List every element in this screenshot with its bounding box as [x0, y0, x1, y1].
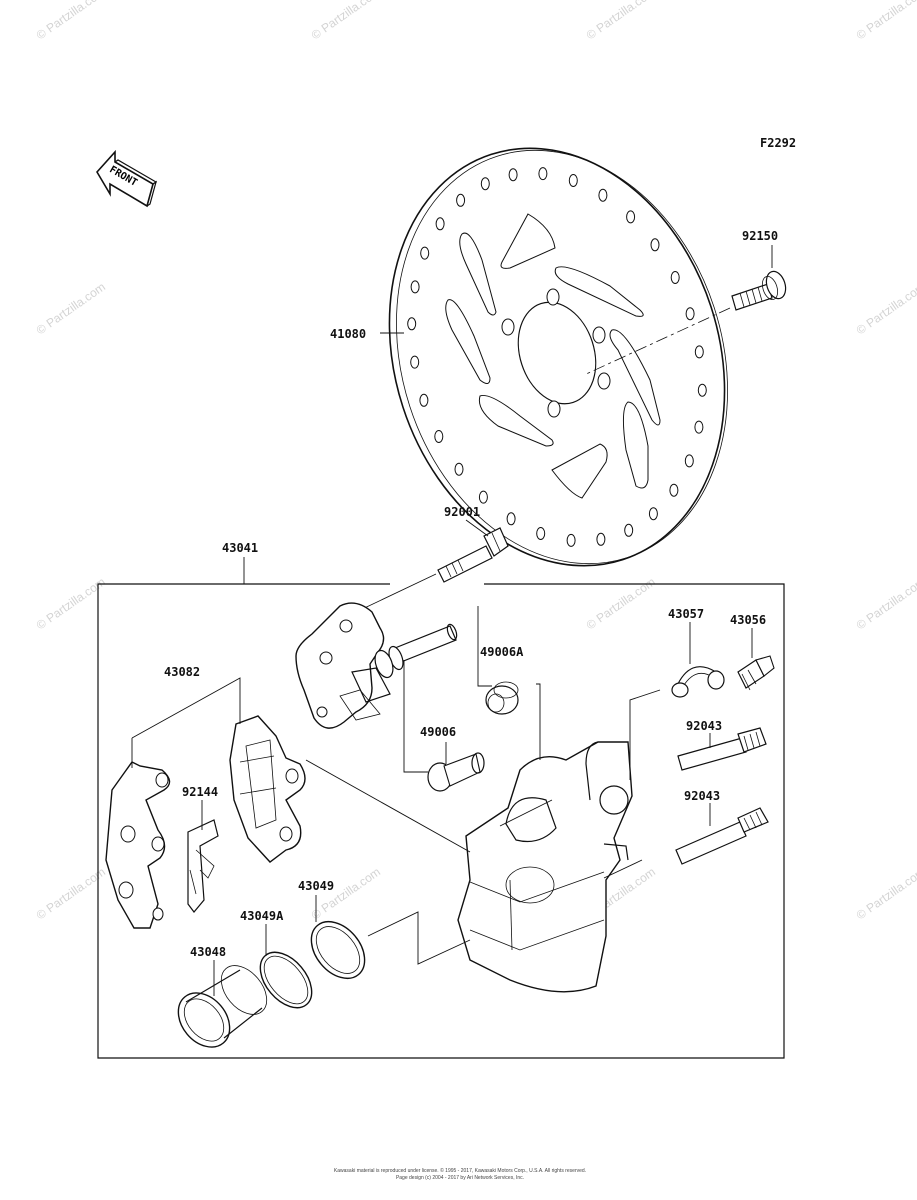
- disc-drill-hole: [684, 454, 694, 468]
- part-label-41080: 41080: [330, 327, 366, 341]
- disc-drill-hole: [435, 217, 445, 231]
- watermark: © Partzilla.com: [34, 0, 108, 42]
- part-label-92001: 92001: [444, 505, 480, 519]
- watermark: © Partzilla.com: [309, 865, 383, 923]
- front-arrow-icon: FRONT: [96, 149, 158, 208]
- disc-drill-hole: [694, 345, 704, 359]
- piston-seal-43049: [310, 921, 366, 979]
- part-label-43049: 43049: [298, 879, 334, 893]
- boot-49006: [427, 752, 485, 792]
- disc-drill-hole: [420, 246, 430, 260]
- pad-spring-92144: [187, 819, 219, 913]
- disc-drill-hole: [650, 238, 660, 252]
- part-label-43041: 43041: [222, 541, 258, 555]
- part-label-43049a: 43049A: [240, 909, 284, 923]
- piston-43048: [177, 965, 268, 1048]
- part-label-49006a: 49006A: [480, 645, 524, 659]
- design-credit-line: Page design (c) 2004 - 2017 by Ari Netwo…: [395, 1175, 525, 1181]
- disc-drill-hole: [434, 430, 444, 443]
- pad-backing-plate: [105, 761, 171, 929]
- leader-lines: [131, 245, 773, 996]
- disc-drill-hole: [454, 462, 464, 476]
- copyright-footer: Kawasaki material is reproduced under li…: [300, 1168, 620, 1182]
- watermark: © Partzilla.com: [854, 280, 917, 338]
- disc-drill-hole: [478, 490, 488, 504]
- part-label-92043-lower: 92043: [684, 789, 720, 803]
- disc-drill-hole: [538, 167, 548, 181]
- bleeder-valve-43056: [737, 655, 775, 691]
- disc-drill-hole: [410, 280, 420, 294]
- disc-drill-hole: [568, 174, 578, 187]
- disc-drill-hole: [566, 533, 576, 547]
- part-label-49006: 49006: [420, 725, 456, 739]
- disc-drill-hole: [536, 527, 546, 540]
- watermark: © Partzilla.com: [34, 865, 108, 923]
- disc-drill-hole: [480, 177, 490, 191]
- brake-disc: [388, 147, 728, 567]
- disc-drill-hole: [598, 188, 608, 202]
- brake-pad: [229, 715, 306, 863]
- disc-drill-hole: [506, 512, 516, 526]
- figure-code: F2292: [760, 136, 796, 150]
- watermark: © Partzilla.com: [854, 575, 917, 633]
- part-label-43048: 43048: [190, 945, 226, 959]
- watermark: © Partzilla.com: [34, 280, 108, 338]
- disc-drill-hole: [669, 483, 679, 497]
- disc-drill-hole: [624, 523, 634, 537]
- disc-drill-hole: [685, 307, 695, 321]
- part-label-43056: 43056: [730, 613, 766, 627]
- part-label-43057: 43057: [668, 607, 704, 621]
- part-labels: 92150 41080 92001 43041 43057 43056 4900…: [164, 229, 778, 959]
- disc-drill-hole: [508, 168, 518, 182]
- pin-92043-upper: [677, 727, 767, 771]
- part-label-92043-upper: 92043: [686, 719, 722, 733]
- dust-seal-43049a: [259, 951, 313, 1009]
- watermark: © Partzilla.com: [584, 0, 658, 42]
- boot-49006a: [485, 681, 519, 715]
- disc-drill-hole: [456, 193, 466, 207]
- disc-bolt-92150: [583, 270, 787, 376]
- part-label-43082: 43082: [164, 665, 200, 679]
- caliper-bolt-92001: [355, 527, 509, 613]
- disc-drill-hole: [648, 507, 658, 521]
- disc-drill-hole: [626, 210, 636, 224]
- part-label-92144: 92144: [182, 785, 218, 799]
- disc-drill-hole: [697, 383, 707, 397]
- disc-drill-hole: [419, 393, 429, 407]
- disc-drill-hole: [596, 532, 606, 546]
- disc-drill-hole: [694, 420, 704, 434]
- watermark: © Partzilla.com: [309, 0, 383, 42]
- watermark: © Partzilla.com: [584, 575, 658, 633]
- disc-drill-hole: [407, 317, 417, 331]
- pin-92043-lower: [675, 807, 769, 865]
- watermark: © Partzilla.com: [854, 0, 917, 42]
- caliper-body: [457, 741, 633, 993]
- caliper-bracket: [295, 602, 458, 729]
- watermark: © Partzilla.com: [854, 865, 917, 923]
- part-label-92150: 92150: [742, 229, 778, 243]
- watermark: © Partzilla.com: [34, 575, 108, 633]
- caliper-assembly-frame: [97, 583, 785, 1059]
- copyright-line: Kawasaki material is reproduced under li…: [333, 1168, 587, 1174]
- disc-drill-hole: [410, 355, 420, 369]
- clip-43057: [671, 666, 725, 698]
- disc-drill-hole: [670, 271, 680, 284]
